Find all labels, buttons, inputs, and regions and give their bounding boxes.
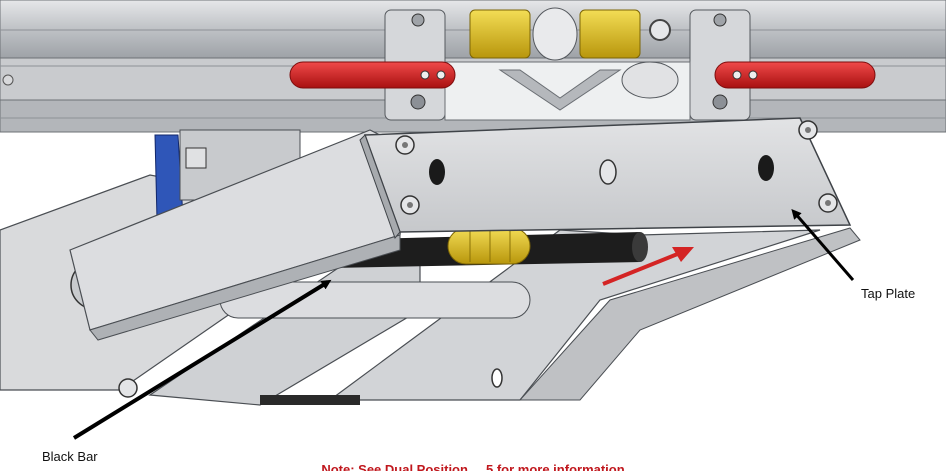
red-handle-left	[289, 61, 456, 89]
linkage-arm-edge	[89, 234, 401, 341]
leader-arrow-tap-plate	[791, 208, 855, 281]
black-bar-label: Black Bar	[42, 449, 98, 464]
tap-plate	[359, 117, 852, 239]
footnote: Note: See Dual Position ... 5 for more i…	[321, 462, 625, 471]
leader-arrow-black-bar	[72, 279, 332, 440]
slot-lower	[491, 368, 503, 388]
tap-plate-label: Tap Plate	[861, 286, 916, 301]
base-foot	[260, 395, 360, 405]
direction-arrow	[602, 247, 694, 286]
screw-lower-left	[118, 378, 138, 398]
yellow-spring	[447, 227, 531, 265]
roller-right	[621, 61, 679, 99]
center-bracket	[384, 7, 751, 121]
hinge-nut	[185, 147, 207, 169]
red-handle-right	[714, 61, 876, 89]
